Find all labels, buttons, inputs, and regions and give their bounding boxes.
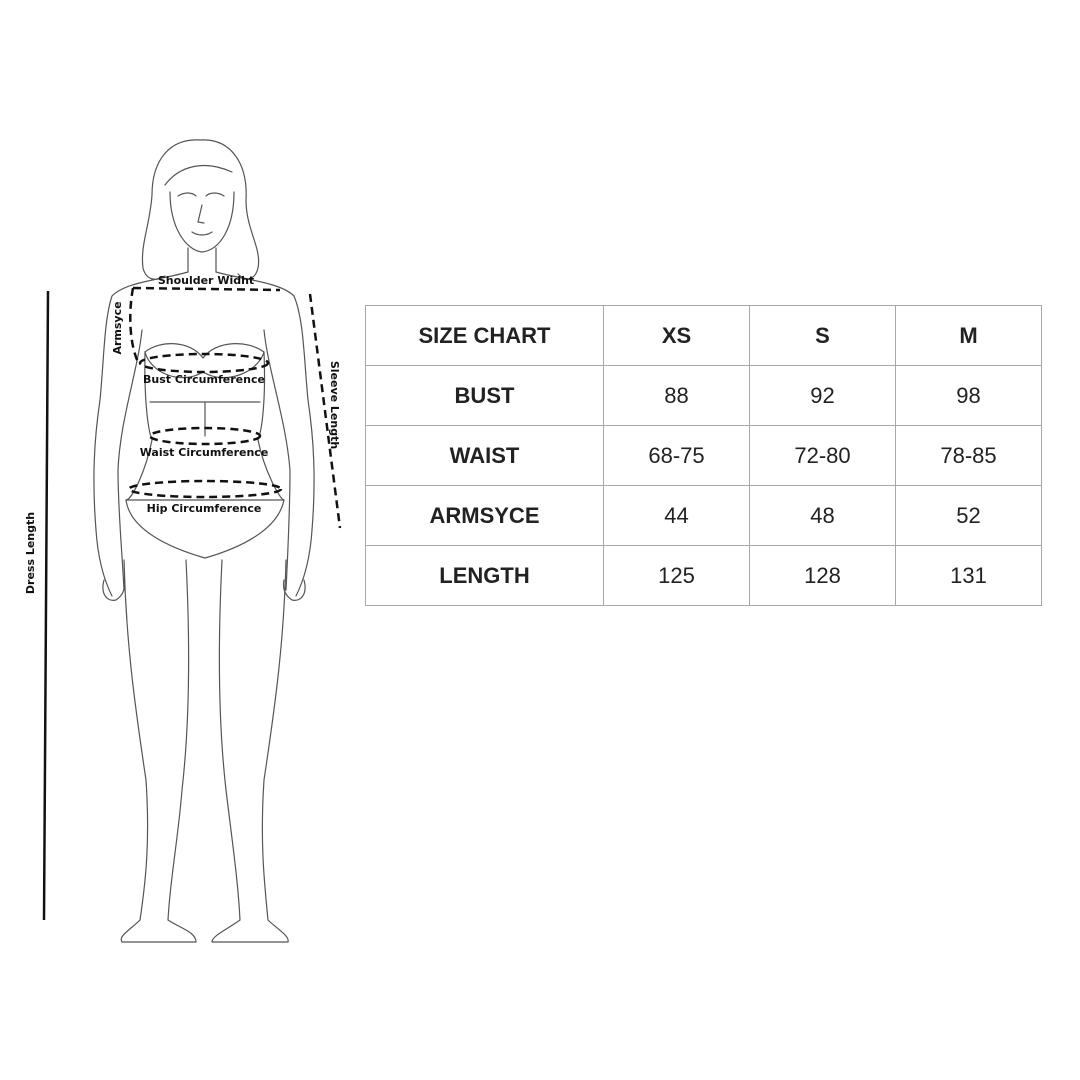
table-cell: 52 (895, 485, 1042, 546)
armsyce-label: Armsyce (111, 301, 124, 354)
header-cell: S (749, 305, 896, 366)
sleeve-guide (308, 293, 342, 529)
header-cell: M (895, 305, 1042, 366)
table-cell: 78-85 (895, 425, 1042, 486)
waist-guide (148, 426, 262, 446)
row-label: ARMSYCE (365, 485, 604, 546)
table-row: LENGTH 125 128 131 (365, 545, 1042, 606)
table-cell: 98 (895, 365, 1042, 426)
figure-illustration: Shoulder Widht Armsyce Bust Circumferenc… (24, 139, 342, 943)
table-cell: 88 (603, 365, 750, 426)
table-header-row: SIZE CHART XS S M (365, 305, 1042, 366)
header-cell: XS (603, 305, 750, 366)
hip-label: Hip Circumference (147, 502, 262, 515)
waist-label: Waist Circumference (140, 446, 269, 459)
table-cell: 44 (603, 485, 750, 546)
dress-length-guide (42, 290, 50, 921)
table-cell: 92 (749, 365, 896, 426)
sleeve-label: Sleeve Length (328, 361, 341, 449)
bust-label: Bust Circumference (143, 373, 265, 386)
bust-guide (138, 352, 270, 374)
table-cell: 128 (749, 545, 896, 606)
header-cell: SIZE CHART (365, 305, 604, 366)
armsyce-guide (129, 287, 140, 363)
woman-outline (93, 139, 315, 943)
row-label: LENGTH (365, 545, 604, 606)
shoulder-label: Shoulder Widht (158, 274, 254, 287)
table-row: ARMSYCE 44 48 52 (365, 485, 1042, 546)
row-label: WAIST (365, 425, 604, 486)
body-measurement-diagram: Shoulder Widht Armsyce Bust Circumferenc… (0, 0, 360, 1080)
measurement-guides (127, 286, 342, 529)
table-cell: 125 (603, 545, 750, 606)
row-label: BUST (365, 365, 604, 426)
table-cell: 48 (749, 485, 896, 546)
dress-label: Dress Length (24, 512, 37, 594)
shoulder-guide (132, 286, 281, 292)
table-cell: 72-80 (749, 425, 896, 486)
table-row: WAIST 68-75 72-80 78-85 (365, 425, 1042, 486)
table-row: BUST 88 92 98 (365, 365, 1042, 426)
table-cell: 131 (895, 545, 1042, 606)
table-cell: 68-75 (603, 425, 750, 486)
hip-guide (127, 479, 283, 499)
size-chart-table: SIZE CHART XS S M BUST 88 92 98 WAIST 68… (365, 305, 1042, 606)
